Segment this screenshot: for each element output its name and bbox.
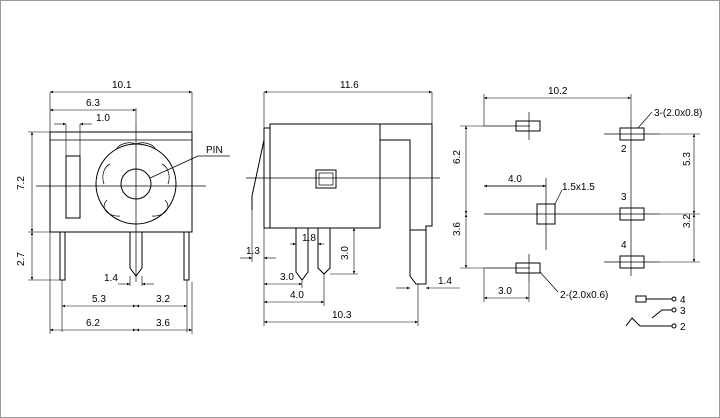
schematic-pin-4: 4 [680,295,686,306]
side-view: 11.6 1.3 1.8 3.0 3.0 4.0 10.3 1.4 [240,80,460,326]
side-dim-1-8-label: 1.8 [302,233,316,244]
front-pin-leader [149,155,199,179]
front-dim-10-1-label: 10.1 [112,80,132,91]
schematic-plug-body [635,295,647,303]
footprint-dim-5-3-label: 5.3 [682,152,693,166]
schematic-switch-contact [651,309,672,319]
footprint-pad-left-bottom [515,262,541,274]
side-dim-1-3-label: 1.3 [246,246,260,257]
side-dim-4-0-label: 4.0 [290,290,304,301]
side-pin-2 [317,228,331,275]
front-dim-1-4-label: 1.4 [104,273,118,284]
front-view: PIN 10.1 6.3 1.0 7.2 2.7 1.4 [16,80,230,334]
front-dim-3-2-label: 3.2 [156,294,170,305]
footprint-pin-2-label: 2 [621,144,627,155]
footprint-square-callout: 1.5x1.5 [562,182,595,193]
side-left-lug [251,139,265,210]
side-dim-1-4-label: 1.4 [438,276,452,287]
footprint-pad-3-callout: 3-(2.0x0.8) [654,108,702,119]
schematic-pin-2: 2 [680,322,686,333]
schematic-symbol: 4 3 2 [625,295,686,333]
footprint-pad-2 [619,127,645,141]
footprint-dim-3-0-label: 3.0 [498,286,512,297]
front-dim-7-2-label: 7.2 [16,176,27,190]
side-dim-10-3-label: 10.3 [332,310,352,321]
front-left-slot [65,155,81,219]
front-dim-5-3-label: 5.3 [92,294,106,305]
side-body [269,123,381,229]
front-dim-6-2-label: 6.2 [86,318,100,329]
footprint-dim-6-2-label: 6.2 [452,150,463,164]
front-pin-right [183,231,190,281]
front-dim-3-6-label: 3.6 [156,318,170,329]
side-square [315,169,337,189]
front-pin-center [129,232,143,277]
side-dim-11-6-label: 11.6 [340,80,359,91]
footprint-dim-3-6-label: 3.6 [452,222,463,236]
footprint-pad-3 [619,207,645,221]
footprint-dim-4-0-label: 4.0 [508,174,522,185]
front-dim-1-0-label: 1.0 [96,113,110,124]
footprint-center-square [536,203,556,225]
pcb-footprint: 2 3 4 10.2 3-(2.0x0.8) 6.2 3.6 4.0 1.5x1… [452,86,702,302]
front-dim-2-7-label: 2.7 [16,252,27,266]
footprint-pad-left-top [515,120,541,132]
footprint-pin-4-label: 4 [621,240,627,251]
side-dim-3-0-vertical-label: 3.0 [340,246,351,260]
footprint-pad-2-callout: 2-(2.0x0.6) [560,290,608,301]
front-jack-gear [102,142,170,217]
front-pin-label: PIN [206,145,223,156]
side-rear [380,123,433,231]
front-body-outline [49,131,193,233]
footprint-dim-3-2-label: 3.2 [682,214,693,228]
front-pin-left [59,231,66,281]
footprint-pad-4 [619,255,645,269]
side-dim-3-0-label: 3.0 [280,272,294,283]
footprint-dim-10-2-label: 10.2 [548,86,568,97]
front-dim-6-3-label: 6.3 [86,98,100,109]
side-pin-3 [409,230,427,285]
schematic-spring-contact [625,317,672,327]
front-jack-hole [120,168,152,200]
footprint-pin-3-label: 3 [621,192,627,203]
schematic-pin-3: 3 [680,306,686,317]
